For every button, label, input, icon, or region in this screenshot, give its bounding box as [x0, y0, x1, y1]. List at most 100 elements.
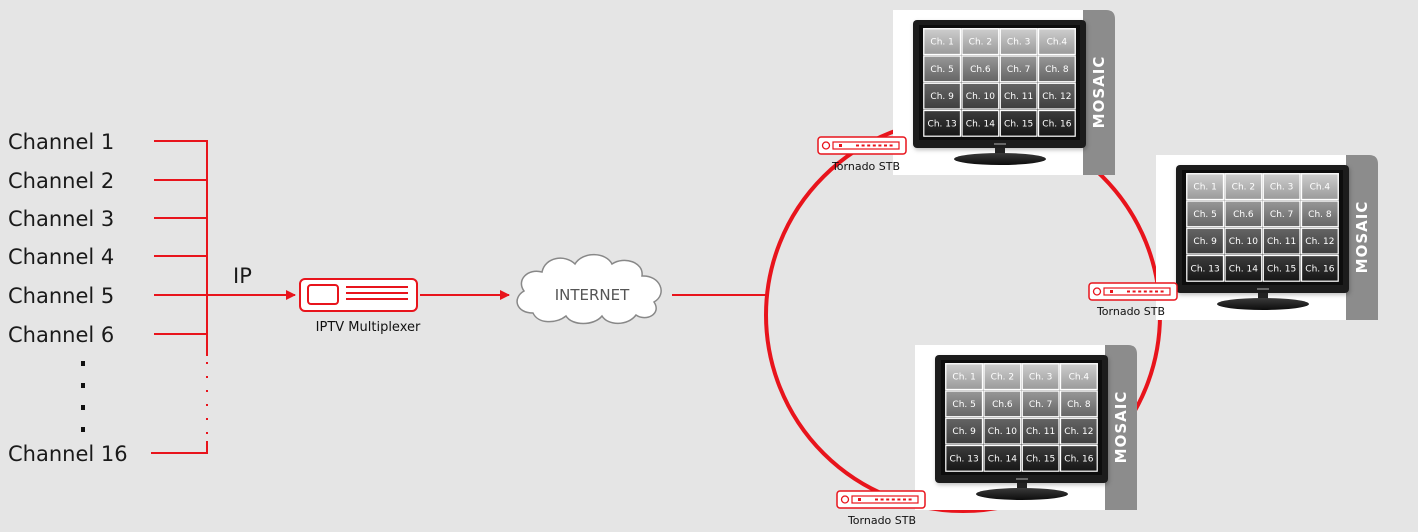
mosaic-cell [1300, 254, 1339, 282]
mosaic-cell-label: Ch. 9 [952, 427, 976, 437]
tv-brand-mark [1016, 478, 1028, 480]
mosaic-cell-label: Ch. 1 [1193, 183, 1216, 193]
mosaic-cell [1186, 200, 1225, 228]
stb-button [1160, 290, 1164, 293]
mosaic-cell [1224, 227, 1263, 255]
ellipsis-dot [81, 405, 85, 410]
mosaic-cell-label: Ch. 5 [952, 400, 975, 410]
stb-led [839, 144, 842, 147]
multiplexer-icon [299, 278, 418, 312]
stb-power-icon [1092, 287, 1102, 296]
stb-button [1138, 290, 1142, 293]
mosaic-cell [983, 363, 1022, 391]
mosaic-cell [945, 444, 984, 472]
tv-brand-mark [1257, 288, 1269, 290]
mosaic-cell-label: Ch. 16 [1305, 264, 1334, 274]
mosaic-cell-label: Ch. 8 [1045, 65, 1069, 75]
stb-button [886, 498, 890, 501]
stb-button [1132, 290, 1136, 293]
stb-button [1143, 290, 1147, 293]
channel-label: Channel 3 [8, 207, 114, 231]
stb-label: Tornado STB [831, 160, 900, 173]
mosaic-cell-label: Ch.4 [1047, 38, 1068, 48]
mosaic-cell-label: Ch. 12 [1042, 92, 1071, 102]
stb-led [1110, 290, 1113, 293]
tv-neck [995, 148, 1005, 155]
mosaic-cell-label: Ch. 14 [1229, 264, 1258, 274]
mosaic-cell-label: Ch.4 [1310, 183, 1331, 193]
tv-brand-mark [994, 143, 1006, 145]
mosaic-cell [983, 417, 1022, 445]
mosaic-cell-label: Ch. 1 [930, 38, 953, 48]
mosaic-cell [1186, 227, 1225, 255]
mosaic-cell [1300, 200, 1339, 228]
multiplexer-label: IPTV Multiplexer [316, 320, 421, 335]
tv-stand [976, 488, 1068, 500]
mosaic-cell [999, 82, 1038, 110]
mosaic-cell [923, 55, 962, 83]
mosaic-cell [961, 55, 1000, 83]
mosaic-cell-label: Ch. 15 [1267, 264, 1296, 274]
mosaic-cell-label: Ch. 15 [1026, 454, 1055, 464]
mosaic-cell-label: Ch. 12 [1064, 427, 1093, 437]
mosaic-cell [945, 417, 984, 445]
tv-neck [1017, 483, 1027, 490]
mosaic-cell-label: Ch.4 [1069, 373, 1090, 383]
mosaic-cell [1037, 109, 1076, 137]
mosaic-cell [923, 82, 962, 110]
mosaic-cell [1059, 390, 1098, 418]
mosaic-cell [1224, 200, 1263, 228]
mosaic-label: MOSAIC [1112, 391, 1130, 464]
stb-button [897, 498, 901, 501]
mosaic-cell-label: Ch. 13 [1191, 264, 1220, 274]
mosaic-cell [1021, 363, 1060, 391]
mosaic-cell [1262, 227, 1301, 255]
stb-power-icon [821, 141, 831, 150]
mosaic-cell [1037, 28, 1076, 56]
mosaic-cell [1300, 227, 1339, 255]
mosaic-cell [983, 390, 1022, 418]
ellipsis-dot [81, 427, 85, 432]
mosaic-cell [1224, 254, 1263, 282]
mosaic-cell-label: Ch. 11 [1026, 427, 1055, 437]
stb-button [889, 144, 893, 147]
mosaic-cell [1059, 417, 1098, 445]
ellipsis-dot [81, 383, 85, 388]
mosaic-cell-label: Ch. 7 [1029, 400, 1052, 410]
mosaic-panel [1105, 345, 1137, 510]
mosaic-cell-label: Ch.6 [970, 65, 991, 75]
mosaic-cell [983, 444, 1022, 472]
mosaic-cell [999, 28, 1038, 56]
stb-button [1155, 290, 1158, 293]
mosaic-cell-label: Ch.6 [992, 400, 1013, 410]
mosaic-cell-label: Ch. 12 [1305, 237, 1334, 247]
stb-label: Tornado STB [1096, 305, 1165, 318]
channel-label: Channel 1 [8, 130, 114, 154]
stb-button [908, 498, 912, 501]
stb-button [856, 144, 859, 147]
mosaic-cell [1021, 417, 1060, 445]
stb-button [880, 498, 884, 501]
mosaic-cell-label: Ch. 16 [1042, 119, 1071, 129]
mosaic-cell-label: Ch. 3 [1029, 373, 1052, 383]
mosaic-cell [999, 55, 1038, 83]
mosaic-cell [945, 390, 984, 418]
mosaic-cell-label: Ch. 16 [1064, 454, 1093, 464]
mosaic-cell [961, 28, 1000, 56]
stb-led [858, 498, 861, 501]
stb-button [891, 498, 895, 501]
mosaic-cell-label: Ch. 7 [1270, 210, 1293, 220]
mosaic-cell [1037, 82, 1076, 110]
mosaic-panel [1346, 155, 1378, 320]
channel-label: Channel 4 [8, 245, 114, 269]
mosaic-cell-label: Ch.6 [1233, 210, 1254, 220]
stb-button [878, 144, 882, 147]
mosaic-cell-label: Ch. 13 [928, 119, 957, 129]
mosaic-cell-label: Ch. 3 [1270, 183, 1293, 193]
mosaic-cell-label: Ch. 2 [969, 38, 992, 48]
